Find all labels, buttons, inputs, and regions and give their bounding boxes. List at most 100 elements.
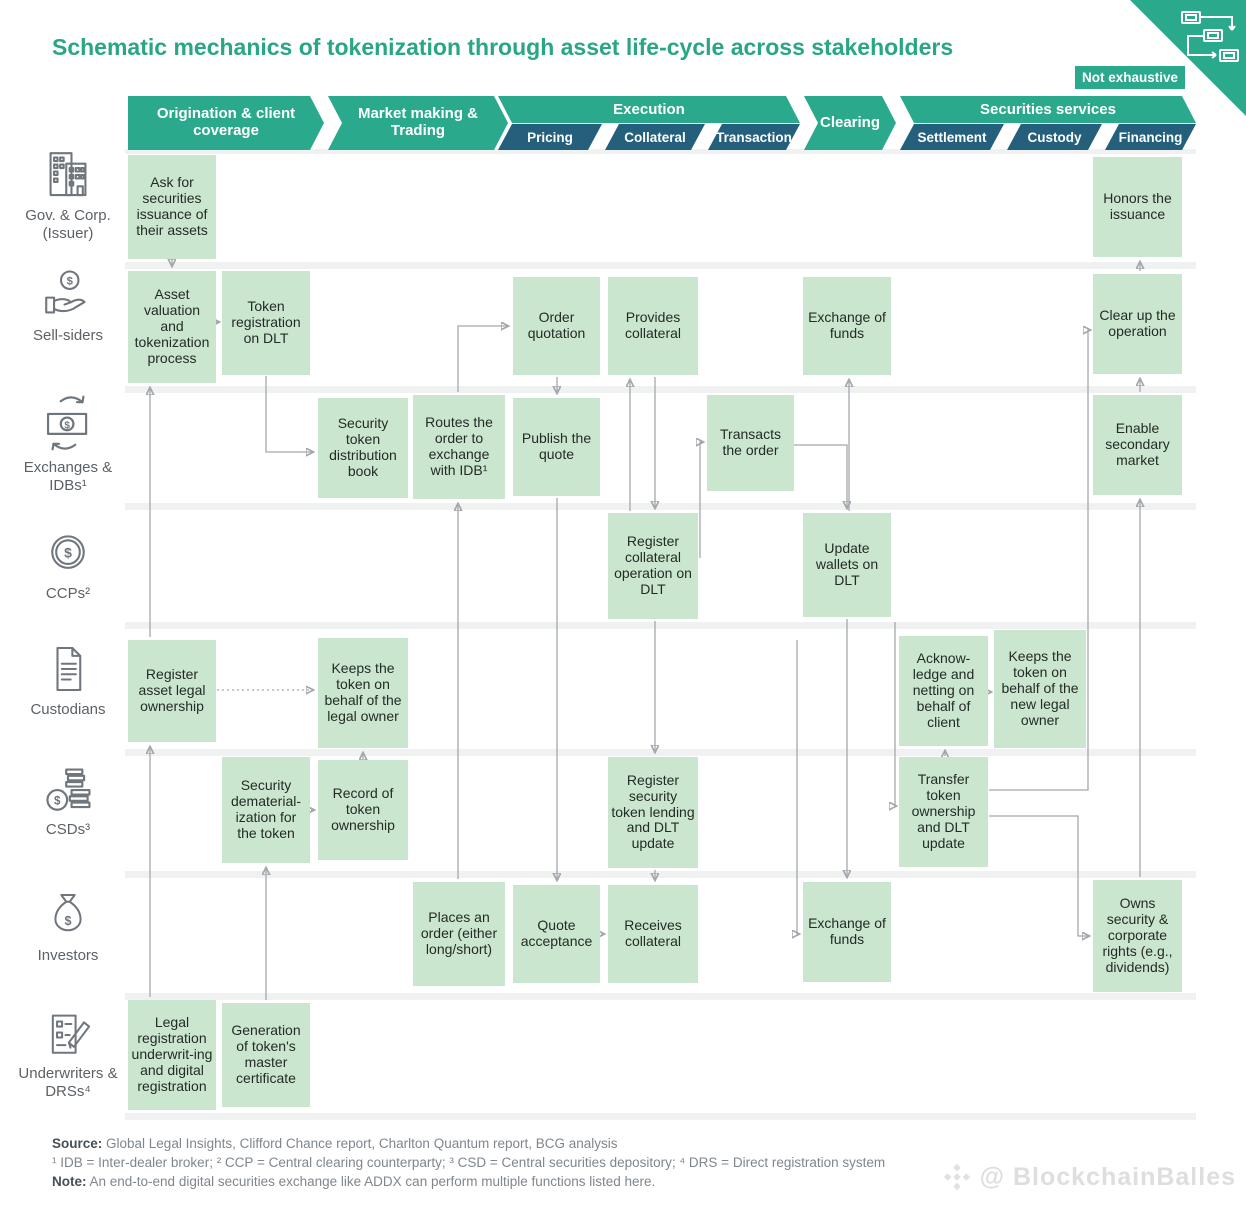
phase-clearing: Clearing	[804, 96, 896, 150]
coin-icon: $	[51, 535, 85, 569]
page-title: Schematic mechanics of tokenization thro…	[52, 34, 954, 60]
stakeholder-label: Investors	[37, 947, 99, 964]
subphase-label: Transaction	[716, 129, 792, 145]
stakeholder-label: Gov. & Corp. (Issuer)	[25, 207, 111, 243]
task-box-places-order: Places an order (either long/short)	[413, 882, 505, 986]
source-text: Global Legal Insights, Clifford Chance r…	[102, 1136, 618, 1151]
task-box-token-registration: Token registration on DLT	[222, 271, 310, 375]
svg-text:$: $	[64, 420, 70, 431]
watermark-text: @ BlockchainBalles	[979, 1162, 1236, 1191]
task-box-honors-issuance: Honors the issuance	[1093, 157, 1182, 257]
document-icon	[56, 646, 82, 692]
task-box-security-token-book: Security token distribution book	[318, 398, 408, 498]
phase-label: Securities services	[980, 101, 1116, 118]
stakeholder-csds: $ CSDs³	[12, 766, 124, 839]
phase-label: Execution	[613, 101, 685, 118]
task-box-clear-up-operation: Clear up the operation	[1093, 274, 1182, 374]
subphase-label: Pricing	[527, 129, 573, 145]
binance-diamond-icon	[943, 1163, 970, 1191]
hand-coin-icon: $	[45, 270, 86, 314]
banknote-exchange-icon: $	[46, 395, 88, 451]
stakeholder-label: Sell-siders	[32, 327, 104, 344]
svg-text:$: $	[64, 544, 72, 560]
svg-text:$: $	[65, 914, 72, 928]
subphase-pricing: Pricing	[498, 124, 602, 150]
task-box-order-quotation: Order quotation	[513, 277, 600, 375]
flowchart-icon	[1181, 11, 1239, 62]
phase-label: Origination & client coverage	[156, 105, 296, 139]
row-separator	[125, 871, 1196, 878]
subphase-custody: Custody	[1007, 124, 1102, 150]
task-box-owns-security: Owns security & corporate rights (e.g., …	[1093, 880, 1182, 992]
note-label: Note:	[52, 1174, 87, 1190]
task-box-ask-issuance: Ask for securities issuance of their ass…	[128, 155, 216, 259]
row-separator	[125, 386, 1196, 393]
note-text: An end-to-end digital securities exchang…	[86, 1174, 656, 1190]
row-separator	[125, 262, 1196, 269]
phase-label: Clearing	[819, 113, 880, 131]
task-box-keeps-token-new: Keeps the token on behalf of the new leg…	[994, 630, 1086, 748]
task-box-register-ownership: Register asset legal ownership	[128, 640, 216, 742]
subphase-settlement: Settlement	[900, 124, 1004, 150]
subphase-transaction: Transaction	[708, 124, 800, 150]
coins-ledger-icon: $	[46, 768, 91, 811]
stakeholder-gov-corp: Gov. & Corp. (Issuer)	[12, 148, 124, 244]
task-box-update-wallets: Update wallets on DLT	[803, 513, 891, 617]
task-box-record-ownership: Record of token ownership	[318, 760, 408, 860]
source-label: Source:	[52, 1136, 103, 1151]
building-icon	[49, 152, 87, 197]
stakeholder-ccps: $ CCPs²	[12, 526, 124, 603]
task-box-routes-order: Routes the order to exchange with IDB¹	[413, 395, 505, 499]
task-box-security-demat: Security dematerial-ization for the toke…	[222, 757, 310, 863]
task-box-generation-cert: Generation of token's master certificate	[222, 1003, 310, 1107]
footnotes-line: ¹ IDB = Inter-dealer broker; ² CCP = Cen…	[52, 1155, 886, 1171]
task-box-transacts-order: Transacts the order	[707, 395, 794, 491]
task-box-acknowledge-netting: Acknow-ledge and netting on behalf of cl…	[899, 636, 988, 746]
watermark: @ BlockchainBalles	[942, 1162, 1236, 1192]
task-box-transfer-ownership: Transfer token ownership and DLT update	[899, 757, 988, 867]
stakeholder-label: CCPs²	[45, 585, 91, 602]
task-box-receives-collateral: Receives collateral	[608, 885, 698, 983]
phase-label: Market making & Trading	[357, 105, 479, 139]
subphase-financing: Financing	[1105, 124, 1196, 150]
task-box-register-collateral: Register collateral operation on DLT	[608, 513, 698, 619]
source-line: Source: Global Legal Insights, Clifford …	[52, 1134, 1112, 1153]
stakeholder-label: CSDs³	[45, 821, 91, 838]
row-separator	[125, 622, 1196, 629]
task-box-register-lending: Register security token lending and DLT …	[608, 757, 698, 868]
subphase-label: Custody	[1027, 129, 1082, 145]
row-separator	[125, 749, 1196, 756]
footer: Source: Global Legal Insights, Clifford …	[52, 1134, 1112, 1191]
subphase-label: Settlement	[917, 129, 987, 145]
task-box-publish-quote: Publish the quote	[513, 398, 600, 496]
stakeholder-exchanges-idbs: $ Exchanges & IDBs¹	[12, 392, 124, 496]
task-box-exchange-funds-top: Exchange of funds	[803, 277, 891, 375]
stakeholder-underwriters: Underwriters & DRSs⁴	[12, 1010, 124, 1102]
task-box-legal-registration: Legal registration underwrit-ing and dig…	[128, 1000, 216, 1110]
stakeholder-investors: $ Investors	[12, 890, 124, 965]
subphase-label: Collateral	[624, 129, 686, 145]
note-line: Note: An end-to-end digital securities e…	[52, 1172, 1112, 1191]
stakeholder-sell-siders: $ Sell-siders	[12, 268, 124, 345]
stakeholder-custodians: Custodians	[12, 642, 124, 719]
task-box-provides-collateral: Provides collateral	[608, 277, 698, 375]
task-box-enable-secondary: Enable secondary market	[1093, 395, 1182, 495]
task-box-quote-acceptance: Quote acceptance	[513, 885, 600, 983]
phase-execution: Execution	[498, 96, 800, 123]
stakeholder-label: Custodians	[30, 701, 106, 718]
row-separator	[125, 149, 1196, 154]
not-exhaustive-badge: Not exhaustive	[1075, 66, 1185, 89]
svg-text:$: $	[67, 276, 74, 288]
row-separator	[125, 993, 1196, 1000]
row-separator	[125, 1113, 1196, 1120]
task-box-exchange-funds-bottom: Exchange of funds	[803, 882, 891, 982]
row-separator	[125, 503, 1196, 510]
task-box-keeps-token-legal: Keeps the token on behalf of the legal o…	[318, 638, 408, 748]
stakeholder-label: Underwriters & DRSs⁴	[18, 1065, 118, 1101]
phase-origination: Origination & client coverage	[128, 96, 324, 150]
svg-text:$: $	[54, 794, 61, 807]
subphase-label: Financing	[1118, 129, 1183, 145]
phase-securities-services: Securities services	[900, 96, 1196, 123]
task-box-asset-valuation: Asset valuation and tokenization process	[128, 271, 216, 383]
